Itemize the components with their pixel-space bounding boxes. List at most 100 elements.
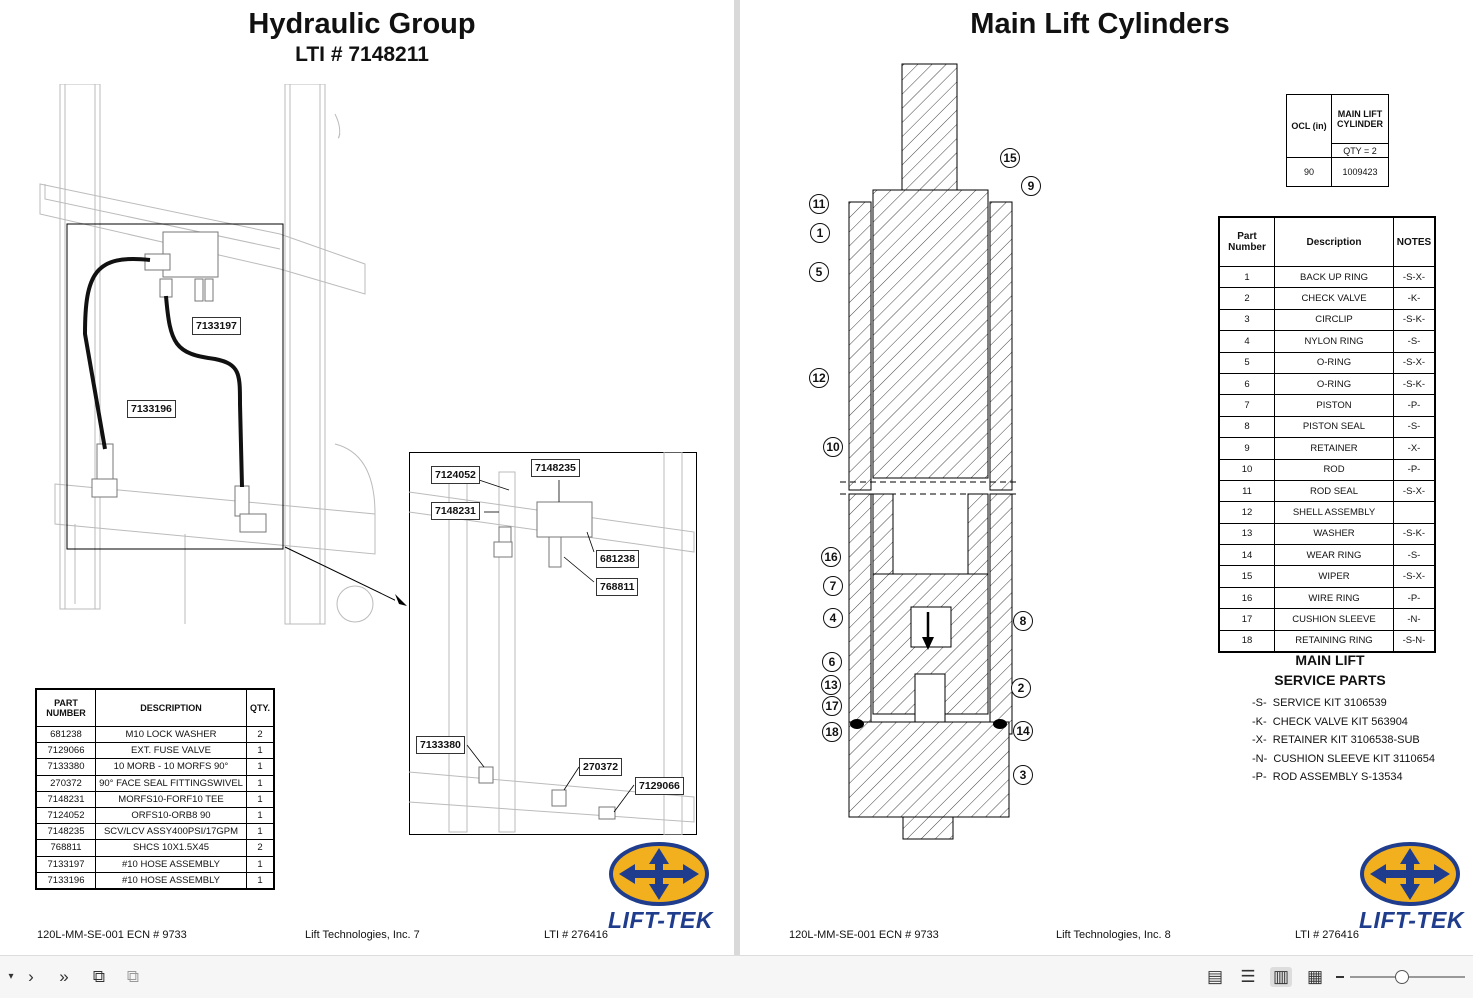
cell-notes: -X- <box>1394 438 1436 459</box>
cell-desc: CIRCLIP <box>1275 309 1394 330</box>
main-lift-cylinder-drawing <box>835 62 1025 842</box>
service-heading-main-lift: MAIN LIFT <box>1230 652 1430 668</box>
cell-part: 7 <box>1219 395 1275 416</box>
cell-part: 6 <box>1219 373 1275 394</box>
service-line: -K- CHECK VALVE KIT 563904 <box>1252 716 1408 728</box>
header-part-number: Part Number <box>1219 217 1275 267</box>
dropdown-arrow-icon[interactable]: ▾ <box>0 967 22 987</box>
cell-part: 3 <box>1219 309 1275 330</box>
cell-part: 768811 <box>36 840 96 856</box>
cell-part: 7129066 <box>36 743 96 759</box>
cell-part: 7148231 <box>36 791 96 807</box>
cell-part: 681238 <box>36 727 96 743</box>
cell-qty: 1 <box>247 856 275 872</box>
callout-15: 15 <box>1000 148 1020 168</box>
header-description: Description <box>1275 217 1394 267</box>
viewer-toolbar: ▾ › » ⧉ ⧉ ▤ ☰ ▥ ▦ <box>0 955 1473 998</box>
cell-desc: CHECK VALVE <box>1275 288 1394 309</box>
cell-qty: 2 <box>247 840 275 856</box>
cell-desc: O-RING <box>1275 373 1394 394</box>
footer-company: Lift Technologies, Inc. 7 <box>305 929 420 941</box>
footer-doc: 120L-MM-SE-001 ECN # 9733 <box>37 929 187 941</box>
cell-notes: -N- <box>1394 609 1436 630</box>
callout-10: 10 <box>823 437 843 457</box>
cell-part: 15 <box>1219 566 1275 587</box>
service-text: RETAINER KIT 3106538-SUB <box>1273 734 1420 746</box>
qty-header: QTY = 2 <box>1332 144 1389 158</box>
cell-qty: 1 <box>247 824 275 840</box>
cell-notes: -P- <box>1394 395 1436 416</box>
header-description: DESCRIPTION <box>96 689 247 727</box>
cell-desc: PISTON <box>1275 395 1394 416</box>
cell-part: 1 <box>1219 267 1275 288</box>
cell-qty: 1 <box>247 791 275 807</box>
header-qty: QTY. <box>247 689 275 727</box>
cell-notes: -S-X- <box>1394 480 1436 501</box>
last-page-icon[interactable]: » <box>53 967 75 987</box>
callout-768811: 768811 <box>596 578 638 596</box>
cell-part: 2 <box>1219 288 1275 309</box>
zoom-out-icon[interactable] <box>1336 976 1344 978</box>
service-line: -X- RETAINER KIT 3106538-SUB <box>1252 734 1420 746</box>
cell-notes <box>1394 502 1436 523</box>
cell-part: 17 <box>1219 609 1275 630</box>
callout-7133380: 7133380 <box>416 736 465 754</box>
service-text: ROD ASSEMBLY S-13534 <box>1273 771 1403 783</box>
header-part-number: PART NUMBER <box>36 689 96 727</box>
cell-notes: -P- <box>1394 587 1436 608</box>
callout-12: 12 <box>809 368 829 388</box>
cell-notes: -S-N- <box>1394 630 1436 652</box>
cell-part: 7148235 <box>36 824 96 840</box>
lift-tek-logo-text: LIFT-TEK <box>1359 907 1464 934</box>
rotate-page-icon[interactable]: ⧉ <box>88 967 110 987</box>
cell-qty: 1 <box>247 872 275 889</box>
footer-lti: LTI # 276416 <box>1295 929 1359 941</box>
grid-view-icon[interactable]: ▦ <box>1304 967 1326 987</box>
cell-desc: RETAINER <box>1275 438 1394 459</box>
cell-part: 14 <box>1219 545 1275 566</box>
cell-notes: -S-X- <box>1394 267 1436 288</box>
single-page-view-icon[interactable]: ▤ <box>1204 967 1226 987</box>
two-page-view-icon[interactable]: ▥ <box>1270 967 1292 987</box>
lift-tek-logo-text: LIFT-TEK <box>608 907 713 934</box>
footer-doc: 120L-MM-SE-001 ECN # 9733 <box>789 929 939 941</box>
next-page-icon[interactable]: › <box>20 967 42 987</box>
service-code: -N- <box>1252 753 1267 765</box>
cell-notes: -S- <box>1394 416 1436 437</box>
cell-desc: RETAINING RING <box>1275 630 1394 652</box>
cell-desc: #10 HOSE ASSEMBLY <box>96 872 247 889</box>
callout-5: 5 <box>809 262 829 282</box>
zoom-slider-handle[interactable] <box>1395 970 1409 984</box>
callout-7: 7 <box>823 576 843 596</box>
cell-part: 270372 <box>36 775 96 791</box>
cell-desc: MORFS10-FORF10 TEE <box>96 791 247 807</box>
service-line: -S- SERVICE KIT 3106539 <box>1252 697 1387 709</box>
cell-part: 7133380 <box>36 759 96 775</box>
lift-tek-logo-icon <box>1360 842 1460 906</box>
cell-desc: WASHER <box>1275 523 1394 544</box>
service-code: -P- <box>1252 771 1267 783</box>
extract-page-icon[interactable]: ⧉ <box>122 967 144 987</box>
callout-8: 8 <box>1013 611 1033 631</box>
continuous-view-icon[interactable]: ☰ <box>1237 967 1259 987</box>
